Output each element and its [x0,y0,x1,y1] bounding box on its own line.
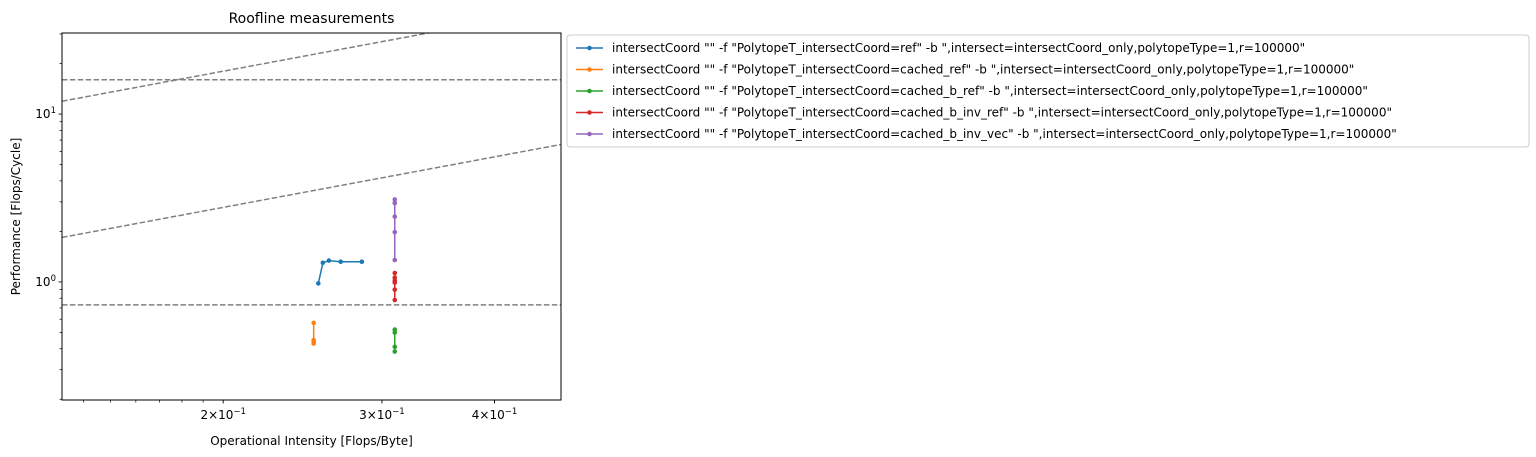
data-point [392,257,398,263]
legend-item-4: intersectCoord "" -f "PolytopeT_intersec… [576,106,1392,120]
legend-label: intersectCoord "" -f "PolytopeT_intersec… [612,106,1392,120]
data-point [392,330,398,335]
data-point [392,214,398,219]
x-tick-label: 2×10−1 [200,407,246,422]
y-axis-ticks: 100 101 [35,33,62,400]
data-point [392,297,398,303]
legend-swatch-marker [587,131,592,137]
data-point [392,349,398,354]
roof-line-slope [62,33,433,102]
chart-title: Roofline measurements [229,11,395,27]
legend-item-5: intersectCoord "" -f "PolytopeT_intersec… [576,127,1397,141]
roof-line-slope [62,143,561,239]
series-3 [392,327,398,354]
data-point [326,258,332,263]
legend-item-2: intersectCoord "" -f "PolytopeT_intersec… [576,63,1354,77]
y-tick-label: 101 [35,106,56,121]
legend-frame [566,34,1530,148]
series-5 [392,197,398,263]
data-series [311,197,398,354]
data-point [315,281,321,286]
y-axis-label: Performance [Flops/Cycle] [9,138,23,296]
legend-label: intersectCoord "" -f "PolytopeT_intersec… [612,41,1305,55]
data-point [359,259,365,264]
plot-area [61,32,562,401]
x-axis-ticks: 2×10−1 3×10−1 4×10−1 [83,400,518,422]
data-point [338,259,343,264]
legend-swatch-marker [587,110,592,115]
legend-item-1: intersectCoord "" -f "PolytopeT_intersec… [576,41,1305,55]
legend-swatch-marker [587,45,592,51]
plot-frame [61,32,562,401]
data-point [392,229,398,235]
series-1 [315,258,365,286]
roof-lines [62,33,561,306]
data-point [392,344,398,350]
legend-swatch-marker [587,67,592,72]
legend: intersectCoord "" -f "PolytopeT_intersec… [566,34,1530,148]
x-axis-label: Operational Intensity [Flops/Byte] [210,434,413,448]
data-point [392,287,398,292]
legend-swatch-marker [587,88,592,94]
legend-label: intersectCoord "" -f "PolytopeT_intersec… [612,84,1368,98]
legend-label: intersectCoord "" -f "PolytopeT_intersec… [612,127,1397,141]
data-point [311,341,316,346]
data-point [320,260,326,266]
legend-label: intersectCoord "" -f "PolytopeT_intersec… [612,63,1354,77]
series-4 [392,270,398,303]
series-2 [311,320,316,346]
legend-item-3: intersectCoord "" -f "PolytopeT_intersec… [576,84,1368,98]
data-point [311,320,316,326]
data-point [392,197,398,202]
data-point [392,280,398,285]
x-tick-label: 3×10−1 [359,407,405,422]
y-tick-label: 100 [35,274,56,289]
data-point [392,270,398,276]
data-point [392,200,398,206]
x-tick-label: 4×10−1 [472,407,518,422]
